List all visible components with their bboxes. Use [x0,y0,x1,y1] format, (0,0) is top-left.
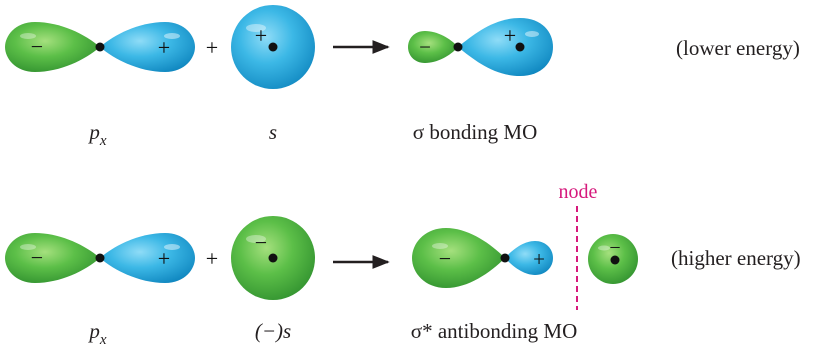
plus-operator: + [206,35,218,60]
nucleus-dot [268,42,278,52]
minus-sign: − [419,35,431,59]
plus-sign: + [158,246,170,271]
minus-sign: − [31,34,43,59]
sigma-star-antibonding-mo: − + − [412,206,638,310]
negative-s-label: (−)s [254,319,292,343]
nucleus-dot [95,42,105,52]
nucleus-dot [268,253,278,263]
nucleus-dot [500,253,510,263]
plus-sign: + [533,247,545,271]
minus-sign: − [439,246,451,271]
px-orbital: − + [5,22,195,72]
s-orbital: + [231,5,315,89]
px-negative-lobe [5,233,100,283]
sigma-star-antibonding-label: σ* antibonding MO [410,319,578,343]
negative-s-orbital: − [231,216,315,300]
minus-sign: − [609,237,620,259]
plus-sign: + [504,23,516,48]
mo-small-negative-lobe [408,31,458,63]
px-negative-lobe [5,22,100,72]
sigma-bonding-mo: − + [408,18,553,76]
px-label: px [89,120,107,149]
s-label: s [268,120,278,144]
minus-sign: − [255,230,267,255]
node-label: node [558,181,598,203]
mo-large-negative-lobe [412,228,505,288]
px-orbital: − + [5,233,195,283]
nucleus-dot [95,253,105,263]
px-positive-lobe [100,233,195,283]
mo-large-positive-lobe [458,18,553,76]
sigma-bonding-label: σ bonding MO [412,120,538,144]
row-antibonding: − + + − − + − [5,206,638,310]
energy-label-lower: (lower energy) [676,36,800,60]
energy-label-higher: (higher energy) [671,246,801,270]
plus-operator: + [206,246,218,271]
nucleus-dot [515,42,525,52]
px-positive-lobe [100,22,195,72]
plus-sign: + [158,35,170,60]
row-bonding: − + + + − + [5,5,553,89]
minus-sign: − [31,245,43,270]
px-label: px [89,319,107,348]
nucleus-dot [610,255,620,265]
mo-small-positive-lobe [505,241,553,275]
plus-sign: + [255,23,267,48]
nucleus-dot [453,42,463,52]
